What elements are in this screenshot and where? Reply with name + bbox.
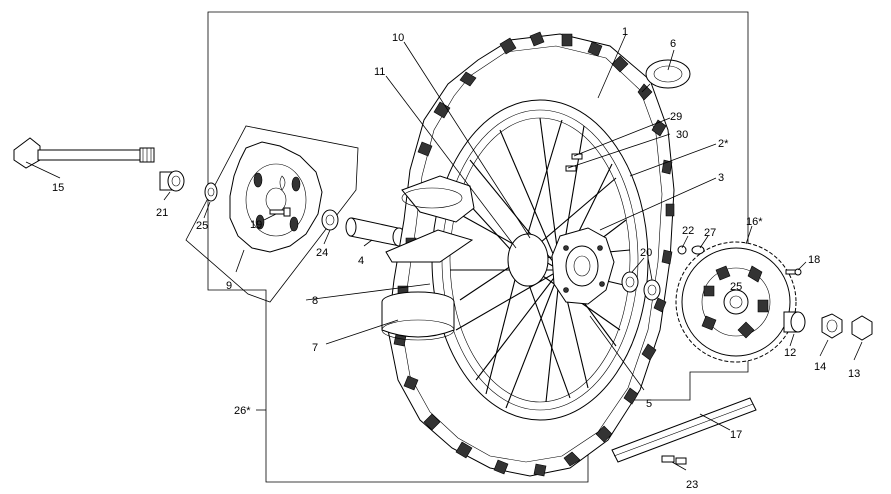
callout-15: 15 (52, 182, 64, 194)
sprocket-bolt (785, 268, 802, 276)
rim-band-upper (401, 175, 475, 223)
callouts: 1 2* 3 4 5 6 7 8 9 10 11 12 13 14 15 16*… (52, 26, 860, 491)
sprocket-washers (677, 245, 705, 255)
callout-8: 8 (312, 295, 318, 307)
axle-cap (851, 315, 873, 341)
axle-spacer (159, 170, 185, 192)
callout-9: 9 (226, 280, 232, 292)
callout-25-sprocket: 25 (730, 281, 742, 293)
hub (507, 227, 615, 305)
callout-17: 17 (730, 429, 742, 441)
callout-2: 2* (718, 138, 729, 150)
callout-25-left: 25 (196, 220, 208, 232)
callout-13: 13 (848, 368, 860, 380)
callout-26: 26* (234, 405, 251, 417)
spoke-nipples (565, 153, 583, 172)
callout-23: 23 (686, 479, 698, 491)
callout-12: 12 (784, 347, 796, 359)
right-spacer (783, 311, 806, 333)
callout-21: 21 (156, 207, 168, 219)
chain-master-link (661, 455, 687, 465)
brake-disc (229, 141, 323, 253)
callout-1: 1 (622, 26, 628, 38)
callout-19: 19 (250, 219, 262, 231)
bearing-left (321, 209, 339, 231)
callout-30: 30 (676, 129, 688, 141)
callout-29: 29 (670, 111, 682, 123)
callout-14: 14 (814, 361, 826, 373)
callout-10: 10 (392, 32, 404, 44)
disc-washer (204, 182, 218, 202)
callout-4: 4 (358, 255, 364, 267)
callout-7: 7 (312, 342, 318, 354)
callout-5: 5 (646, 398, 652, 410)
callout-18: 18 (808, 254, 820, 266)
rim-band-lower (381, 291, 455, 341)
callout-20: 20 (640, 247, 652, 259)
rim-band-mid (385, 229, 474, 263)
axle-nut (821, 313, 843, 339)
valve-cap (641, 59, 691, 93)
callout-27: 27 (704, 227, 716, 239)
chain (611, 397, 757, 463)
callout-3: 3 (718, 172, 724, 184)
leader-lines (25, 33, 863, 471)
disc-bolt (269, 207, 291, 217)
sprocket (675, 241, 797, 363)
callout-24: 24 (316, 247, 328, 259)
axle (13, 137, 155, 169)
callout-22: 22 (682, 225, 694, 237)
callout-16: 16* (746, 216, 763, 228)
callout-11: 11 (374, 66, 385, 78)
disc-panel-outline (185, 125, 359, 303)
hub-spacer-tube (345, 217, 406, 247)
callout-6: 6 (670, 38, 676, 50)
